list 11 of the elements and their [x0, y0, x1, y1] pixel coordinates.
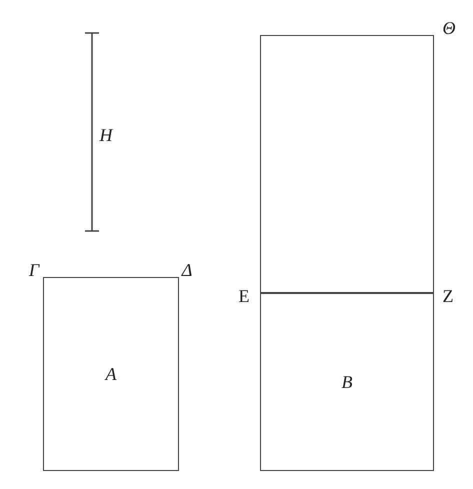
point-label: Δ [182, 261, 192, 279]
point-label: Γ [28, 261, 40, 279]
area-label: A [106, 365, 116, 383]
area-label: B [342, 372, 352, 390]
rectangle [260, 35, 434, 294]
point-label: H [100, 126, 112, 144]
point-label: E [238, 287, 250, 305]
point-label: Θ [442, 19, 456, 37]
rectangle [260, 292, 434, 471]
rectangle [43, 277, 179, 471]
point-label: Z [442, 287, 454, 305]
